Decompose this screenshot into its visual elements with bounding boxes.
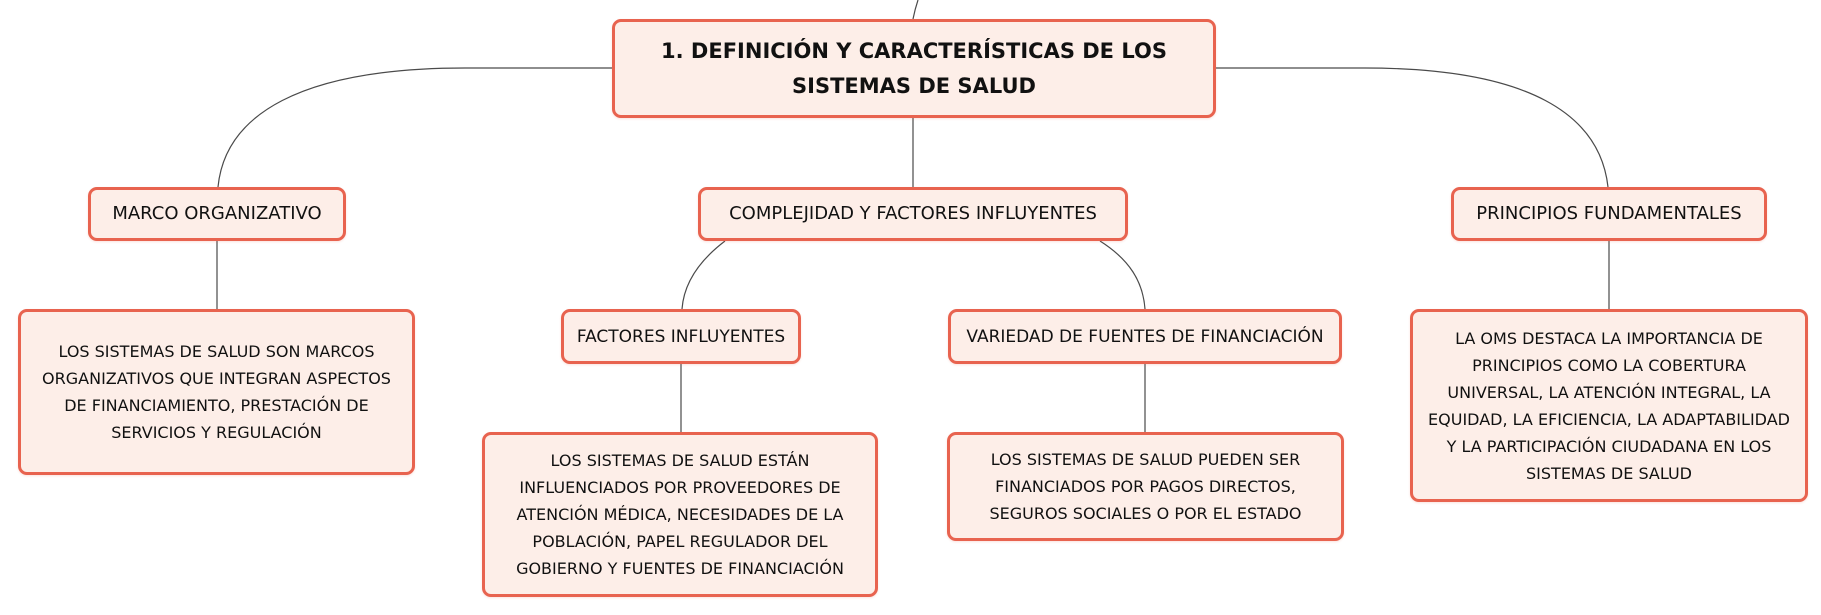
root-title-line2: SISTEMAS DE SALUD	[792, 73, 1036, 98]
detail-line: Y LA PARTICIPACIÓN CIUDADANA EN LOS	[1446, 436, 1772, 456]
detail-line: SERVICIOS Y REGULACIÓN	[111, 423, 322, 442]
detail-line: ORGANIZATIVOS QUE INTEGRAN ASPECTOS	[42, 369, 391, 388]
detail-line: LA OMS DESTACA LA IMPORTANCIA DE	[1455, 328, 1763, 348]
detail-line: PRINCIPIOS COMO LA COBERTURA	[1472, 355, 1746, 375]
detail-line: ATENCIÓN MÉDICA, NECESIDADES DE LA	[516, 505, 844, 524]
connector-root-principios	[1216, 67, 1609, 188]
detail-line: LOS SISTEMAS DE SALUD SON MARCOS	[58, 342, 375, 361]
detail-factores-influyentes[interactable]: LOS SISTEMAS DE SALUD ESTÁN INFLUENCIADO…	[482, 432, 878, 597]
detail-line: EQUIDAD, LA EFICIENCIA, LA ADAPTABILIDAD	[1428, 409, 1790, 429]
detail-marco-organizativo[interactable]: LOS SISTEMAS DE SALUD SON MARCOS ORGANIZ…	[18, 309, 415, 475]
connector-complejidad-factores	[681, 240, 726, 310]
detail-line: UNIVERSAL, LA ATENCIÓN INTEGRAL, LA	[1447, 382, 1771, 402]
subtopic-factores-influyentes[interactable]: FACTORES INFLUYENTES	[561, 309, 801, 364]
detail-line: SEGUROS SOCIALES O POR EL ESTADO	[989, 504, 1302, 523]
subtopic-variedad-financiacion[interactable]: VARIEDAD DE FUENTES DE FINANCIACIÓN	[948, 309, 1342, 364]
connector-root-marco	[217, 67, 612, 188]
detail-line: DE FINANCIAMIENTO, PRESTACIÓN DE	[64, 396, 369, 415]
detail-line: LOS SISTEMAS DE SALUD PUEDEN SER	[990, 450, 1301, 469]
root-title-line1: 1. DEFINICIÓN Y CARACTERÍSTICAS DE LOS	[661, 38, 1167, 63]
detail-line: INFLUENCIADOS POR PROVEEDORES DE	[519, 478, 841, 497]
root-topic[interactable]: 1. DEFINICIÓN Y CARACTERÍSTICAS DE LOS S…	[612, 19, 1216, 118]
topic-principios-fundamentales[interactable]: PRINCIPIOS FUNDAMENTALES	[1451, 187, 1767, 241]
detail-line: POBLACIÓN, PAPEL REGULADOR DEL	[532, 532, 828, 551]
topic-complejidad-factores[interactable]: COMPLEJIDAD Y FACTORES INFLUYENTES	[698, 187, 1128, 241]
topic-label: MARCO ORGANIZATIVO	[112, 203, 322, 224]
topic-label: PRINCIPIOS FUNDAMENTALES	[1476, 203, 1742, 224]
topic-label: COMPLEJIDAD Y FACTORES INFLUYENTES	[729, 203, 1097, 224]
detail-variedad-financiacion[interactable]: LOS SISTEMAS DE SALUD PUEDEN SER FINANCI…	[947, 432, 1344, 541]
connector-to-parent	[912, 0, 919, 20]
connector-complejidad-variedad	[1099, 240, 1146, 310]
detail-principios-fundamentales[interactable]: LA OMS DESTACA LA IMPORTANCIA DE PRINCIP…	[1410, 309, 1808, 502]
detail-line: FINANCIADOS POR PAGOS DIRECTOS,	[995, 477, 1296, 496]
topic-marco-organizativo[interactable]: MARCO ORGANIZATIVO	[88, 187, 346, 241]
subtopic-label: FACTORES INFLUYENTES	[576, 326, 786, 347]
detail-line: SISTEMAS DE SALUD	[1526, 463, 1692, 483]
detail-line: GOBIERNO Y FUENTES DE FINANCIACIÓN	[516, 559, 844, 578]
subtopic-label: VARIEDAD DE FUENTES DE FINANCIACIÓN	[966, 326, 1324, 347]
detail-line: LOS SISTEMAS DE SALUD ESTÁN	[550, 451, 810, 470]
